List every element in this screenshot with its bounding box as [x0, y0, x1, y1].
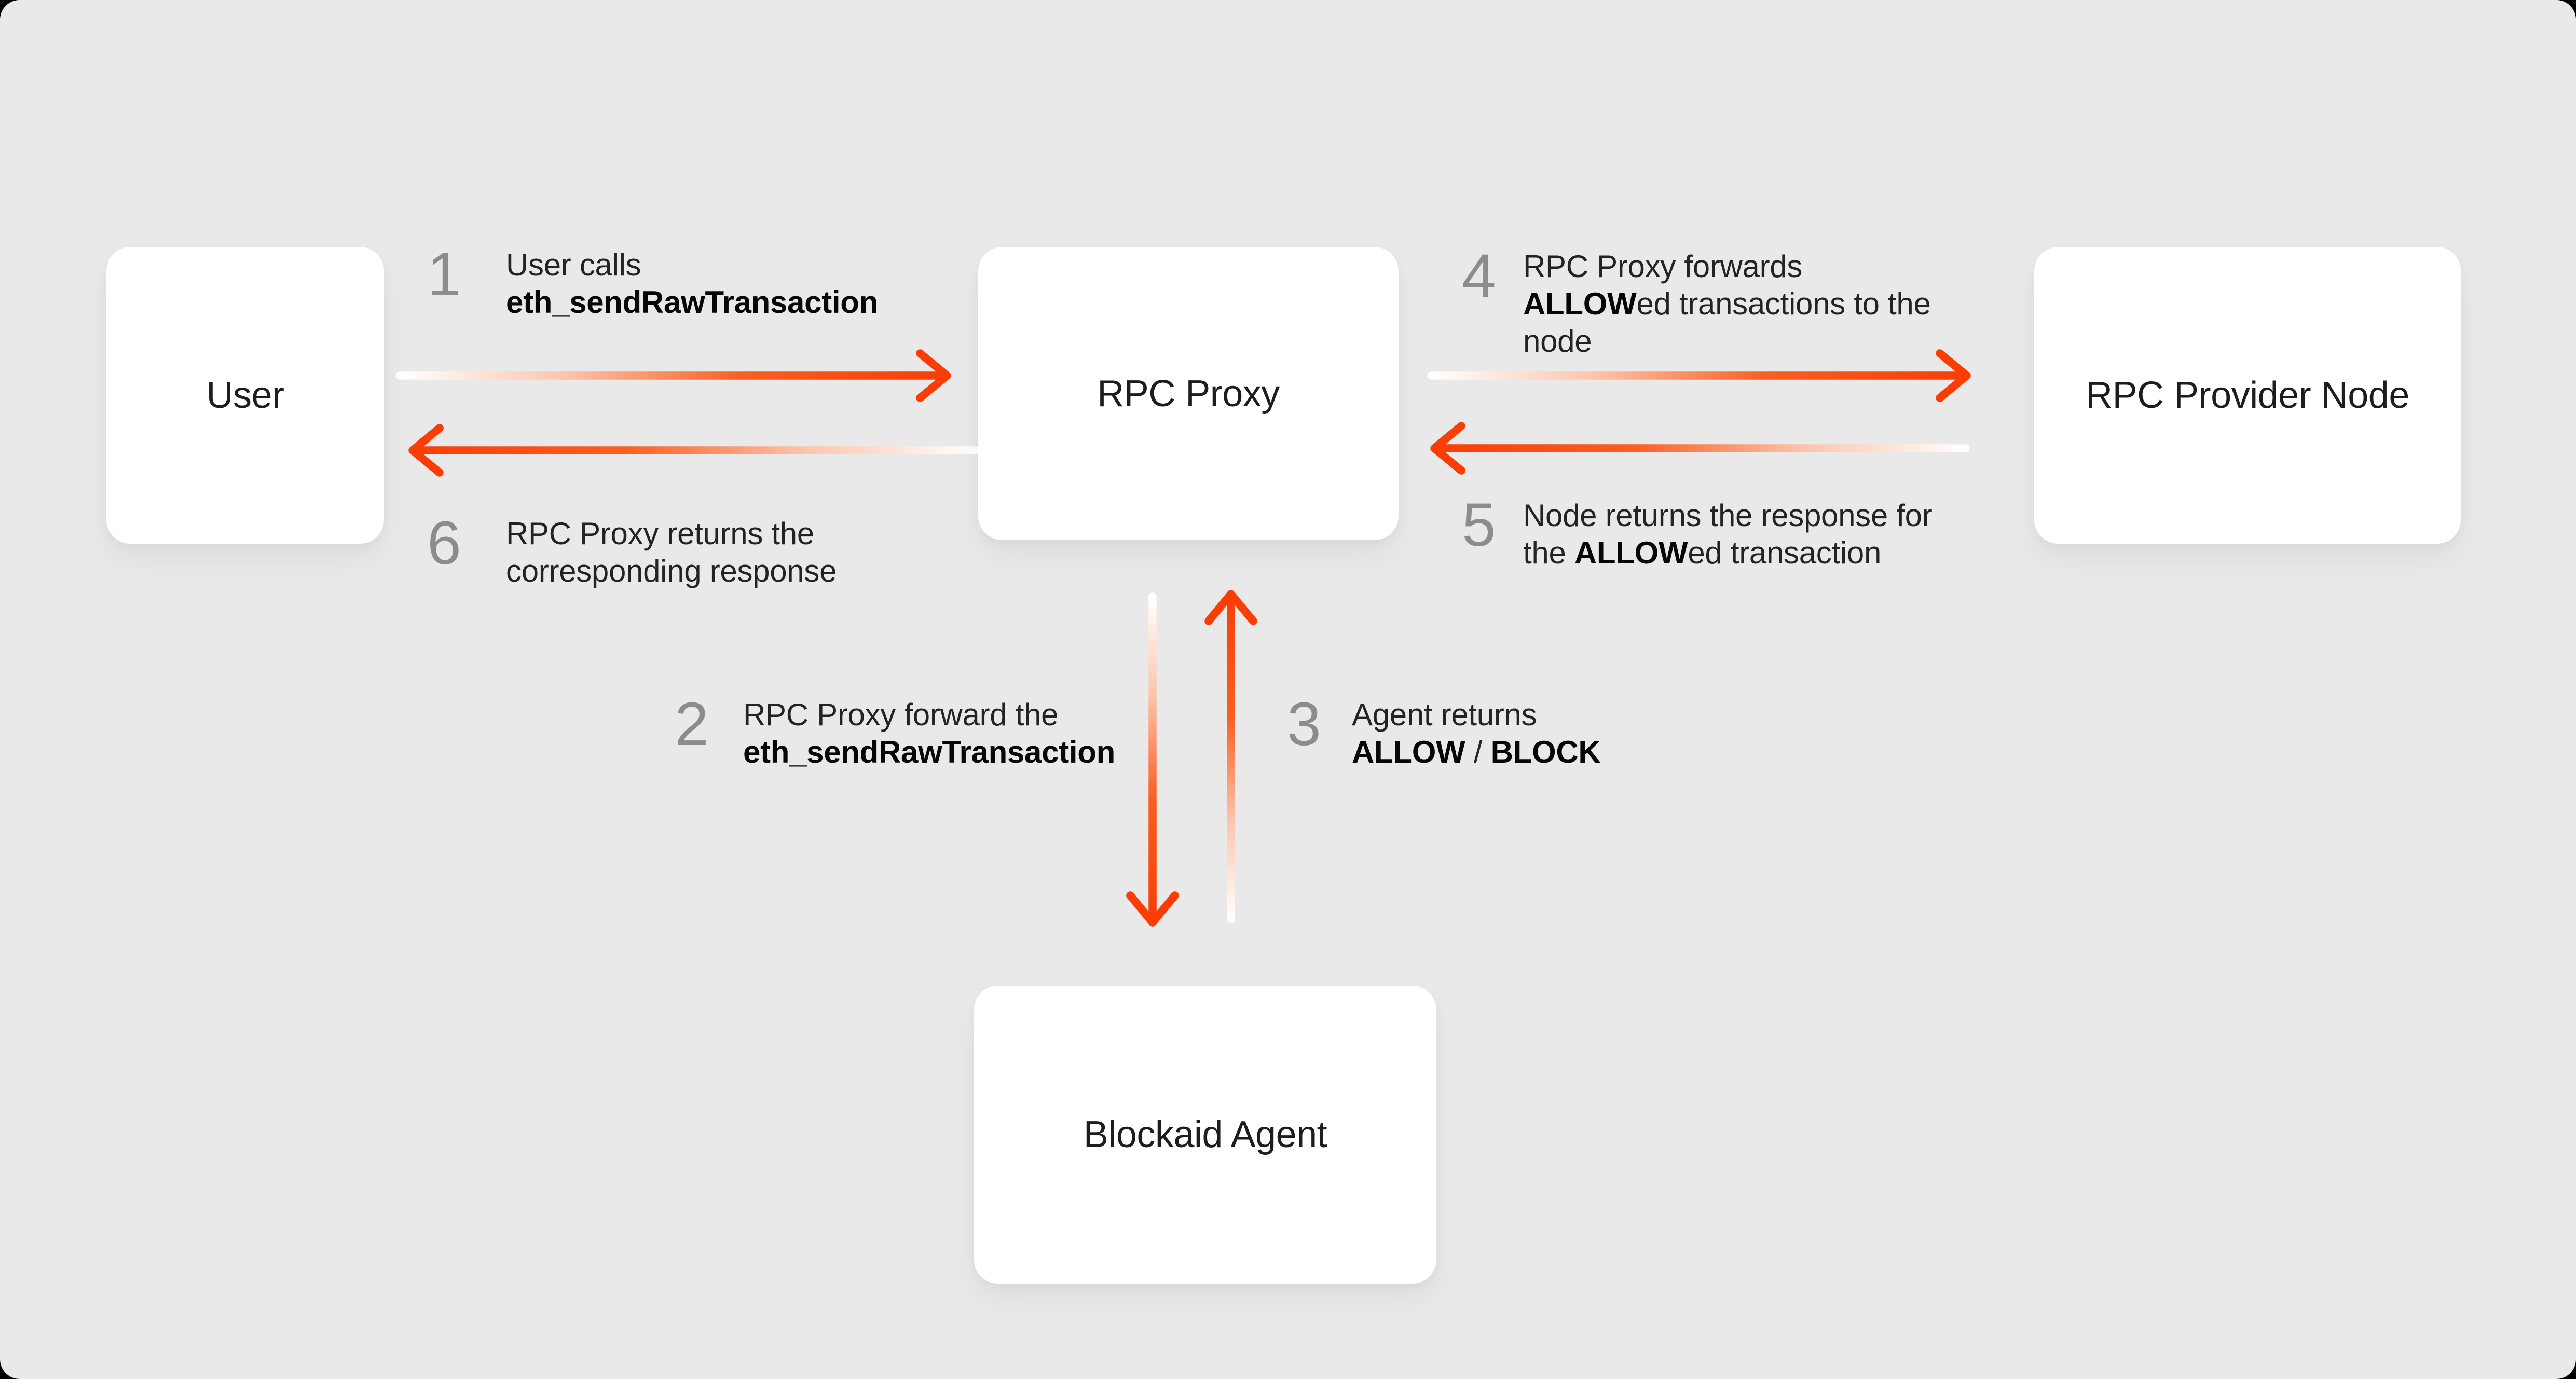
blockaid-agent-node-label: Blockaid Agent	[1083, 1114, 1327, 1155]
rpc-proxy-node-label: RPC Proxy	[1097, 373, 1280, 415]
step2-number: 2	[675, 690, 709, 759]
step3-text-bold: ALLOW	[1352, 735, 1465, 769]
step4-text: ed transactions to the	[1636, 286, 1931, 321]
arrow-step1-right-icon	[395, 349, 951, 402]
step5-text: ed transaction	[1688, 535, 1882, 570]
rpc-provider-node-label: RPC Provider Node	[2086, 375, 2409, 416]
rpc-provider-node-box: RPC Provider Node	[2034, 247, 2461, 544]
step4-text: node	[1523, 324, 1592, 358]
rpc-proxy-node-box: RPC Proxy	[978, 247, 1399, 540]
step1-text-bold: eth_sendRawTransaction	[506, 285, 878, 320]
arrow-step4-right-icon	[1427, 349, 1971, 402]
step4-text-bold: ALLOW	[1523, 286, 1637, 321]
step5-number: 5	[1462, 491, 1496, 559]
step6-number: 6	[427, 509, 461, 577]
step2-label: RPC Proxy forward the eth_sendRawTransac…	[743, 696, 1115, 771]
step5-text-bold: ALLOW	[1574, 535, 1688, 570]
arrow-step6-left-icon	[408, 424, 980, 477]
step4-label: RPC Proxy forwards ALLOWed transactions …	[1523, 248, 1931, 360]
step3-label: Agent returns ALLOW / BLOCK	[1352, 696, 1601, 771]
step5-text: Node returns the response for	[1523, 498, 1933, 533]
step6-label: RPC Proxy returns the corresponding resp…	[506, 515, 837, 590]
arrow-step2-down-icon	[1126, 592, 1179, 927]
step1-label: User calls eth_sendRawTransaction	[506, 246, 878, 321]
step3-text: /	[1465, 735, 1491, 769]
step6-text: corresponding response	[506, 554, 837, 588]
blockaid-agent-node-box: Blockaid Agent	[974, 986, 1436, 1284]
step5-text: the	[1523, 535, 1574, 570]
step1-number: 1	[427, 240, 461, 309]
user-node-box: User	[106, 247, 384, 544]
step3-text: Agent returns	[1352, 697, 1537, 732]
arrow-step3-up-icon	[1204, 590, 1257, 923]
step2-text-bold: eth_sendRawTransaction	[743, 735, 1115, 769]
step1-text: User calls	[506, 247, 641, 282]
step2-text: RPC Proxy forward the	[743, 697, 1059, 732]
step4-text: RPC Proxy forwards	[1523, 249, 1803, 284]
step6-text: RPC Proxy returns the	[506, 516, 814, 551]
user-node-label: User	[206, 375, 284, 416]
arrow-step5-left-icon	[1430, 422, 1970, 475]
step3-text-bold: BLOCK	[1490, 735, 1601, 769]
step3-number: 3	[1287, 690, 1321, 759]
step5-label: Node returns the response for the ALLOWe…	[1523, 497, 1933, 572]
step4-number: 4	[1462, 242, 1496, 310]
